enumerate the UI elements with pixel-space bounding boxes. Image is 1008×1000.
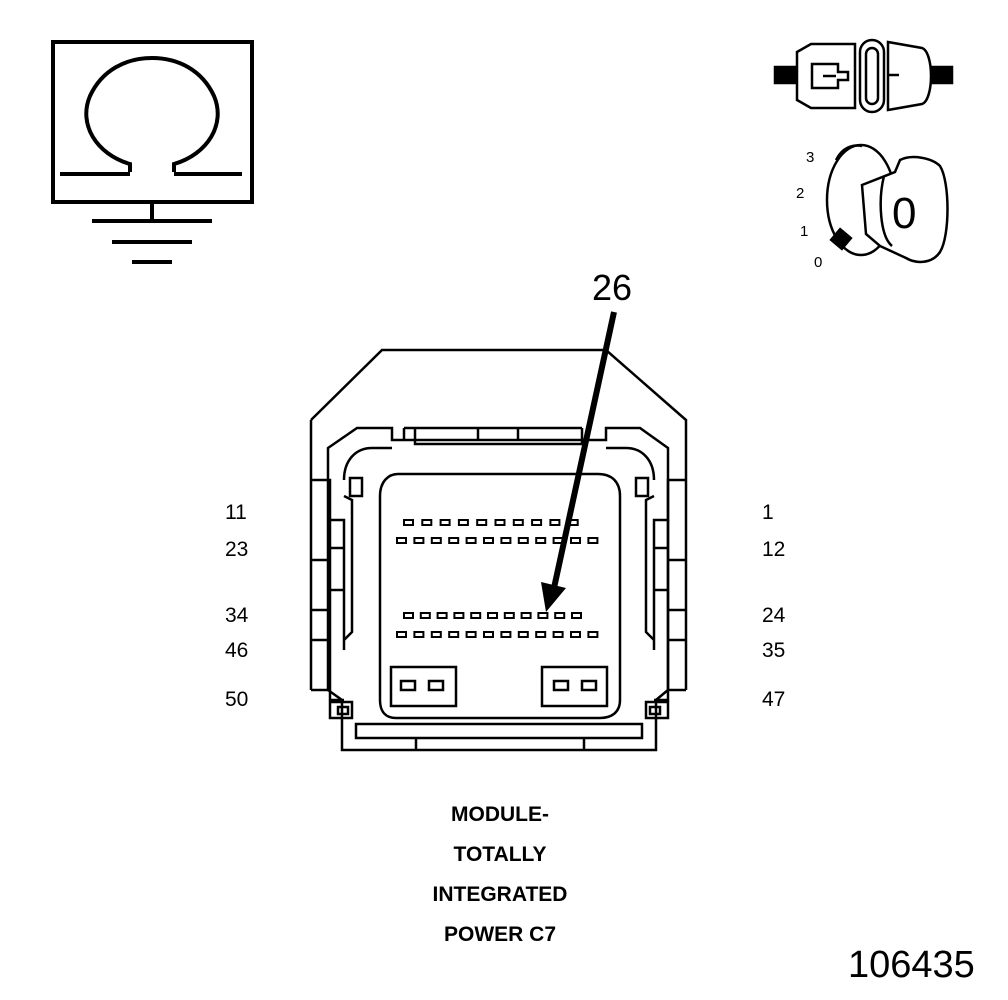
terminal-cavity (421, 519, 433, 526)
terminal-cavity (517, 631, 529, 638)
terminal-cavity (439, 519, 451, 526)
ignition-key-label: 0 (892, 189, 917, 238)
terminal-cavity (457, 519, 469, 526)
terminal-cavity (419, 612, 431, 619)
figure-number: 106435 (848, 944, 975, 986)
callout-arrow (541, 311, 617, 612)
terminal-cavity (503, 612, 515, 619)
terminal-cavity (587, 537, 599, 544)
terminal-cavity (549, 519, 561, 526)
terminal-cavity (448, 537, 460, 544)
terminal-cavity (465, 537, 477, 544)
terminal-cavity (535, 537, 547, 544)
terminal-cavity (517, 537, 529, 544)
pin-label-right: 47 (762, 688, 786, 711)
terminal-cavity (537, 612, 549, 619)
callout-number: 26 (592, 267, 633, 308)
pin-label-right: 35 (762, 639, 786, 662)
terminal-cavity (494, 519, 506, 526)
terminal-cavities (396, 519, 599, 638)
connector-disconnect-icon (773, 38, 954, 114)
terminal-cavity (430, 631, 442, 638)
terminal-cavity (403, 519, 414, 526)
pin-label-right: 24 (762, 604, 786, 627)
ignition-position-0: 0 (814, 254, 823, 271)
ignition-key-off-icon (825, 143, 949, 264)
terminal-cavity (396, 631, 407, 638)
terminal-cavity (500, 631, 512, 638)
terminal-cavity (483, 631, 494, 638)
connector-body (309, 348, 688, 752)
terminal-cavity (531, 519, 543, 526)
pin-label-left: 46 (225, 639, 249, 662)
terminal-cavity (587, 631, 599, 638)
ignition-position-2: 2 (796, 185, 805, 202)
terminal-cavity (396, 537, 407, 544)
terminal-cavity (413, 537, 425, 544)
caption-line: POWER C7 (443, 923, 556, 946)
terminal-cavity (554, 612, 566, 619)
caption-line: MODULE- (451, 803, 549, 826)
terminal-cavity (476, 519, 488, 526)
pin-label-left: 11 (225, 501, 247, 524)
terminal-cavity (430, 537, 442, 544)
terminal-cavity (552, 631, 564, 638)
terminal-cavity (570, 537, 581, 544)
power-terminal-blocks (389, 665, 609, 708)
caption-line: TOTALLY (453, 843, 547, 866)
terminal-cavity (570, 631, 581, 638)
terminal-cavity (403, 612, 414, 619)
terminal-cavity (465, 631, 477, 638)
terminal-cavity (512, 519, 524, 526)
terminal-cavity (487, 612, 498, 619)
terminal-cavity (571, 612, 582, 619)
pin-label-left: 50 (225, 688, 249, 711)
terminal-cavity (436, 612, 448, 619)
pin-label-right: 1 (762, 501, 774, 524)
terminal-cavity (413, 631, 425, 638)
connector-caption: MODULE- TOTALLY INTEGRATED POWER C7 (400, 795, 600, 955)
ignition-position-1: 1 (800, 223, 809, 240)
terminal-cavity (535, 631, 547, 638)
terminal-cavity (453, 612, 465, 619)
terminal-cavity (500, 537, 512, 544)
terminal-cavity (448, 631, 460, 638)
ground-resistance-icon (51, 40, 254, 264)
pin-label-right: 12 (762, 538, 786, 561)
caption-line: INTEGRATED (432, 883, 568, 906)
terminal-cavity (520, 612, 532, 619)
pin-label-left: 34 (225, 604, 249, 627)
ignition-position-3: 3 (806, 149, 815, 166)
terminal-cavity (483, 537, 494, 544)
pin-label-left: 23 (225, 538, 249, 561)
terminal-cavity (470, 612, 482, 619)
